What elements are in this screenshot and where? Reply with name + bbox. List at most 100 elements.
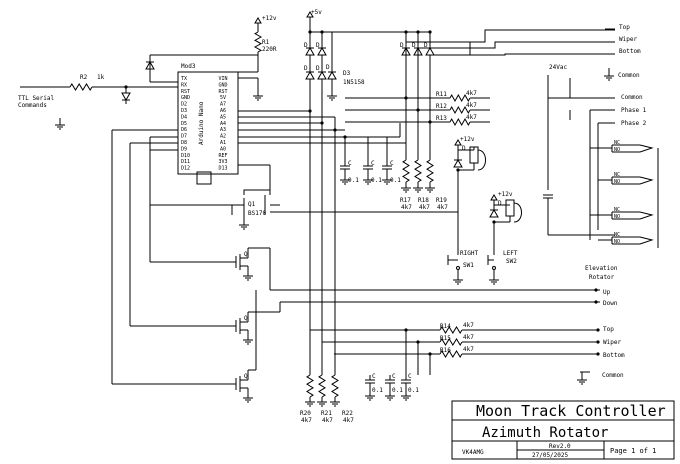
wire	[453, 158, 463, 168]
wire	[439, 350, 463, 358]
wire	[513, 202, 522, 223]
wire	[305, 46, 315, 56]
res-val-r11: 4k7	[466, 90, 477, 97]
wire	[121, 92, 131, 102]
res-val-r22: 4k7	[343, 417, 354, 424]
res-val-r21: 4k7	[322, 417, 333, 424]
arduino-pin-tx: TX	[181, 76, 187, 82]
arduino-pin-gnd: GND	[181, 95, 190, 101]
relay-nc-label: NC	[614, 232, 620, 238]
arduino-name: Arduino Nano	[198, 101, 205, 145]
arduino-pin-r-a7: A7	[220, 102, 226, 108]
junction-dot	[492, 220, 496, 224]
wire	[305, 70, 315, 80]
q1-ref: Q1	[248, 201, 256, 208]
arduino-pin-d10: D10	[181, 153, 190, 159]
wire	[439, 326, 463, 334]
wire	[639, 211, 654, 220]
res-ref-r21: R21	[321, 410, 332, 417]
cap-value: 0.1	[408, 387, 419, 394]
arduino-pin-r-rst: RST	[218, 89, 227, 95]
wire	[449, 105, 471, 115]
res-val-r19: 4k7	[437, 204, 448, 211]
cap-label: C	[371, 160, 375, 167]
wire	[425, 46, 435, 56]
res-val-r20: 4k7	[301, 417, 312, 424]
arduino-pin-r-ref: REF	[218, 153, 227, 159]
res-val-r12: 4k7	[466, 102, 477, 109]
arduino-pin-r-a3: A3	[220, 127, 226, 133]
res-ref-r17: R17	[400, 197, 411, 204]
arduino-pin-rst: RST	[181, 89, 190, 95]
switch-right-label: RIGHT	[460, 250, 478, 257]
sw2-label: SW2	[506, 258, 517, 265]
plus12-label: +12v	[262, 15, 277, 22]
top2-label: Top	[603, 326, 614, 333]
res-ref-r20: R20	[300, 410, 311, 417]
wire	[449, 93, 471, 103]
diode-label: D	[316, 42, 320, 49]
arduino-pin-rx: RX	[181, 82, 187, 88]
sw2-contact	[492, 266, 496, 270]
revision-text: Rev2.0	[549, 443, 571, 450]
arduino-pin-r-a0: A0	[220, 146, 226, 152]
d3-value: 1N5158	[343, 79, 365, 86]
bottom2-label: Bottom	[603, 352, 625, 359]
transistor-label: Q	[244, 373, 248, 380]
wire	[417, 41, 615, 55]
wire	[317, 46, 327, 56]
junction-dot	[320, 121, 324, 125]
cap-value: 0.1	[348, 177, 359, 184]
wire	[639, 236, 654, 245]
res-val-r13: 4k7	[466, 114, 477, 121]
res-val-r15: 4k7	[463, 334, 474, 341]
arduino-pin-r-d13: D13	[218, 166, 227, 172]
relay2-coil	[505, 199, 515, 217]
relay-no-label: NO	[614, 214, 620, 220]
junction-dot	[456, 168, 460, 172]
relay-nc-label: NC	[614, 172, 620, 178]
transistor-label: Q	[244, 251, 248, 258]
wiper2-label: Wiper	[603, 339, 621, 346]
wire	[639, 144, 654, 153]
author-text: VK4AMG	[462, 449, 484, 456]
res-ref-r15: R15	[440, 335, 451, 342]
junction-dot	[416, 30, 420, 34]
res-ref-r14: R14	[440, 323, 451, 330]
junction-dot	[428, 120, 432, 124]
wire	[639, 176, 654, 185]
arduino-ref: Mod3	[181, 63, 196, 70]
wires	[20, 11, 659, 407]
res-ref-r22: R22	[342, 410, 353, 417]
junction-dot	[428, 352, 432, 356]
res-ref-r13: R13	[436, 115, 447, 122]
arduino-pin-r-a6: A6	[220, 108, 226, 114]
junction-dot	[308, 109, 312, 113]
res-ref-r16: R16	[440, 347, 451, 354]
common3-label: Common	[602, 372, 624, 379]
relay-nc-label: NC	[614, 207, 620, 213]
page-text: Page 1 of 1	[610, 447, 656, 455]
res-ref-r11: R11	[436, 91, 447, 98]
down-label: Down	[603, 300, 618, 307]
wire	[477, 149, 486, 171]
arduino-pin-r-a2: A2	[220, 134, 226, 140]
r2-value: 1k	[97, 74, 105, 81]
wire	[69, 83, 93, 91]
cap-label: C	[390, 160, 394, 167]
arduino-pin-d6: D6	[181, 127, 187, 133]
wire	[426, 159, 434, 183]
res-val-r18: 4k7	[419, 204, 430, 211]
wire	[253, 31, 263, 53]
switch-left-label: LEFT	[503, 250, 518, 257]
wire	[405, 29, 615, 55]
junction-dot	[596, 328, 600, 332]
junction-dot	[333, 128, 337, 132]
relay2-pin: D	[498, 200, 502, 207]
junction-dot	[594, 288, 598, 292]
res-val-r16: 4k7	[463, 346, 474, 353]
arduino-pin-r-5v: 5V	[220, 95, 226, 101]
cap-label: C	[392, 373, 396, 380]
